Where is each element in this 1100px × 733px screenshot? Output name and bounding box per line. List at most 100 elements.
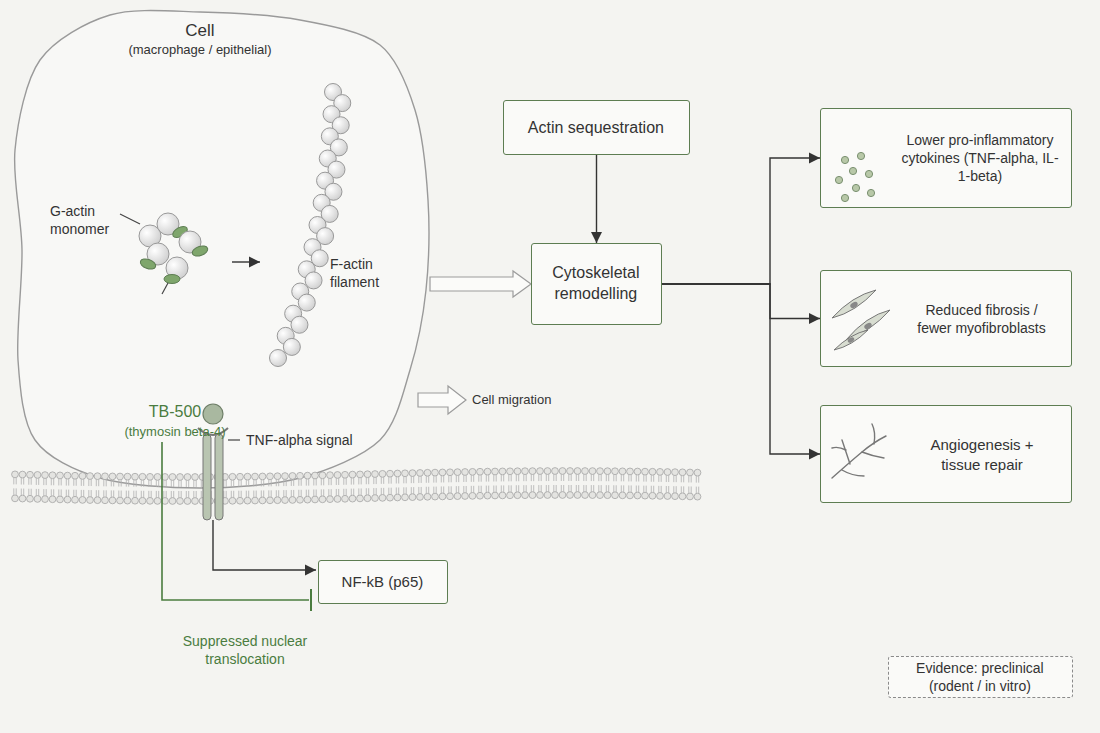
leader-line — [228, 439, 240, 440]
cell-membrane — [636, 475, 637, 482]
cell-membrane — [246, 480, 247, 487]
cell-membrane — [109, 497, 116, 504]
cell-membrane — [49, 472, 56, 479]
cell-membrane — [396, 487, 397, 494]
cell-membrane — [548, 474, 549, 481]
cell-membrane — [214, 474, 221, 481]
cell-membrane — [293, 479, 294, 486]
cell-membrane — [241, 480, 242, 487]
cell-membrane — [499, 492, 506, 499]
cell-membrane — [214, 498, 221, 505]
cell-membrane — [698, 487, 699, 494]
cell-membrane — [147, 497, 154, 504]
cell-membrane — [238, 480, 239, 487]
tnf-ligand — [203, 404, 223, 424]
cell-membrane — [218, 480, 219, 487]
cell-membrane — [31, 489, 32, 496]
text-group: Lower pro-inflammatory cytokines (TNF-al… — [899, 131, 1061, 186]
connector-line — [662, 284, 820, 454]
cell-membrane — [73, 479, 74, 486]
cell-outline: Cell(macrophage / epithelial) — [12, 6, 430, 496]
cell-membrane — [582, 468, 589, 475]
cell-membrane — [661, 475, 662, 482]
process-label: Cell migration — [472, 392, 592, 409]
cell-membrane — [493, 486, 494, 493]
cell-membrane — [328, 489, 329, 496]
cytokine-dot — [857, 152, 864, 159]
cell-membrane — [601, 474, 602, 481]
cell-membrane — [306, 479, 307, 486]
tb500-cap — [139, 257, 157, 271]
cell-membrane — [72, 472, 79, 479]
cell-membrane — [381, 477, 382, 484]
cell-membrane — [541, 485, 542, 492]
cell-membrane — [81, 479, 82, 486]
flow-arrow — [662, 284, 820, 319]
cell-membrane — [128, 480, 129, 487]
tnf-receptor — [198, 404, 240, 520]
f-actin-filament — [298, 261, 315, 278]
receptor-chain — [203, 434, 211, 520]
cell-membrane — [166, 480, 167, 487]
cell-membrane — [231, 480, 232, 487]
cell-membrane — [681, 475, 682, 482]
cell-membrane — [248, 480, 249, 487]
cell-membrane — [522, 468, 529, 475]
cell-membrane — [297, 496, 304, 503]
cell-membrane — [186, 491, 187, 498]
cell-membrane — [447, 493, 454, 500]
cell-membrane — [526, 474, 527, 481]
cell-membrane — [31, 478, 32, 485]
cell-membrane — [364, 471, 371, 478]
actin-monomer — [179, 231, 201, 253]
cell-membrane — [28, 478, 29, 485]
cell-membrane — [544, 492, 551, 499]
node-title: Lower pro-inflammatory cytokines (TNF-al… — [899, 131, 1061, 186]
cell-membrane — [186, 480, 187, 487]
cell-membrane — [274, 497, 281, 504]
cell-membrane — [21, 489, 22, 496]
cell-membrane — [231, 491, 232, 498]
cell-membrane — [436, 476, 437, 483]
cell-membrane — [102, 497, 109, 504]
cell-membrane — [463, 475, 464, 482]
cytokine-dot — [841, 156, 848, 163]
cell-membrane — [526, 485, 527, 492]
cell-membrane — [96, 479, 97, 486]
cell-membrane — [361, 477, 362, 484]
cell-membrane — [289, 497, 296, 504]
cell-membrane — [613, 474, 614, 481]
cell-membrane — [334, 472, 341, 479]
cell-membrane — [158, 491, 159, 498]
cell-membrane — [559, 492, 566, 499]
cell-membrane — [366, 477, 367, 484]
cytokine-dot — [867, 189, 874, 196]
cell-membrane — [503, 485, 504, 492]
cell-membrane — [469, 468, 476, 475]
text-group: Reduced fibrosis / fewer myofibroblasts — [909, 300, 1054, 336]
cell-membrane — [653, 486, 654, 493]
cell-membrane — [424, 493, 431, 500]
cell-membrane — [58, 489, 59, 496]
cell-membrane — [259, 473, 266, 480]
cell-membrane — [278, 479, 279, 486]
cell-membrane — [364, 495, 371, 502]
evidence-note: Evidence: preclinical (rodent / in vitro… — [888, 656, 1073, 698]
cell-membrane — [409, 470, 416, 477]
cell-membrane — [124, 497, 131, 504]
cell-membrane — [433, 487, 434, 494]
cell-membrane — [466, 475, 467, 482]
cell-membrane — [169, 498, 176, 505]
cell-membrane — [349, 471, 356, 478]
cell-membrane — [523, 485, 524, 492]
cell-membrane — [66, 490, 67, 497]
cell-membrane — [79, 473, 86, 480]
cell-membrane — [293, 490, 294, 497]
cell-membrane — [432, 493, 439, 500]
cell-membrane — [628, 485, 629, 492]
cell-membrane — [19, 471, 26, 478]
cell-membrane — [388, 477, 389, 484]
cell-membrane — [501, 485, 502, 492]
cell-membrane — [456, 486, 457, 493]
cell-membrane — [657, 492, 664, 499]
